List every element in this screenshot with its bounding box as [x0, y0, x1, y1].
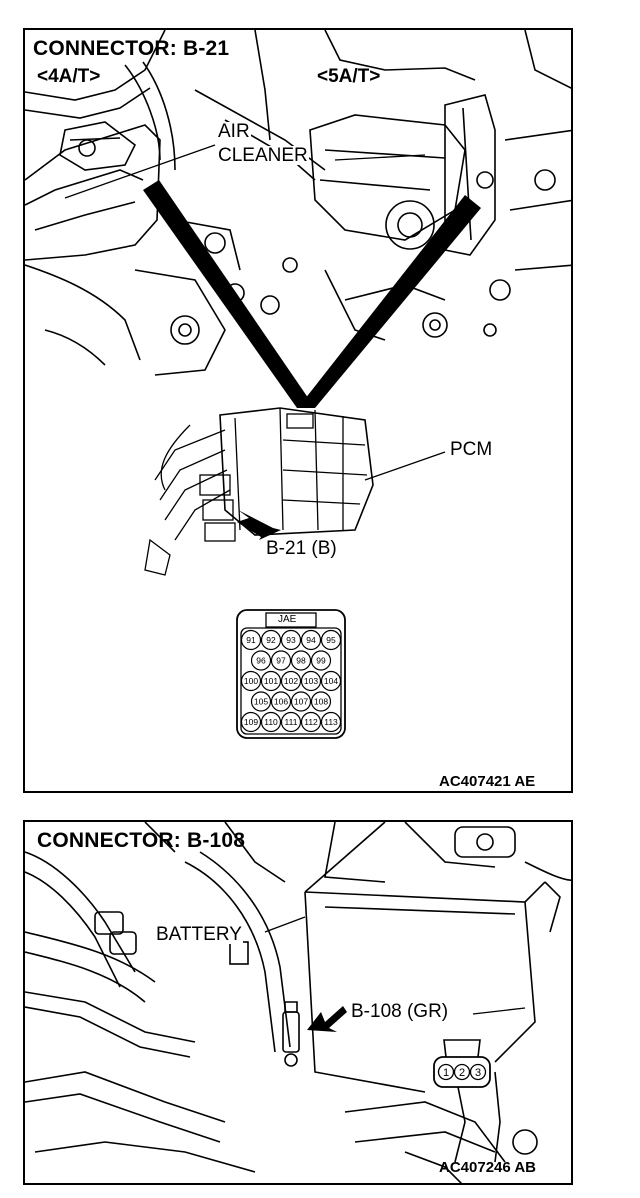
pin-label: 110: [264, 717, 278, 727]
connector-b21-title: CONNECTOR: B-21: [33, 37, 230, 60]
variant-4at-label: <4A/T>: [37, 66, 101, 87]
pin-circle: [320, 629, 342, 651]
pin-circle: [260, 670, 282, 692]
pin-circle: [437, 1063, 455, 1081]
pin-label: 112: [304, 717, 318, 727]
variant-5at-label: <5A/T>: [317, 66, 381, 87]
pin-label: 109: [244, 717, 258, 727]
pin-label: 95: [326, 635, 336, 645]
connector-b108-title: CONNECTOR: B-108: [37, 829, 246, 852]
pin-label: 92: [266, 635, 276, 645]
pin-label: 98: [296, 656, 306, 666]
pin-circle: [469, 1063, 487, 1081]
pin-circle: [310, 650, 332, 671]
pin-circle: [320, 670, 342, 692]
pin-circle: [290, 650, 312, 671]
pin-label: 104: [324, 676, 338, 686]
pin-circle: [310, 691, 332, 712]
pin-label: 91: [246, 635, 256, 645]
pin-label: 96: [256, 656, 266, 666]
pin-label: 102: [284, 676, 298, 686]
battery-label: BATTERY: [155, 924, 243, 945]
pin-circle: [240, 711, 262, 733]
pin-circle: [270, 691, 292, 712]
pin-label: 3: [475, 1067, 481, 1079]
pin-circle: [453, 1063, 471, 1081]
pin-circle: [280, 711, 302, 733]
figure-code-b108: AC407246 AB: [439, 1159, 536, 1176]
pin-circle: [300, 629, 322, 651]
pin-label: 113: [324, 717, 338, 727]
pin-circle: [290, 691, 312, 712]
pin-circle: [270, 650, 292, 671]
pin-label: 105: [254, 697, 268, 707]
connector-type-label: JAE: [278, 614, 297, 625]
pin-label: 99: [316, 656, 326, 666]
connector-pin-grid: 91 92 93 94 95 96 97 98 99 100 101 102 103 104 105 106 1…: [240, 629, 342, 733]
pin-label: 100: [244, 676, 258, 686]
figure-code-b21: AC407421 AE: [439, 773, 536, 790]
connector-b21-panel: 91 92 93 94 95 96 97 98 99 100 101 102 103 104 105 106 1…: [23, 28, 573, 793]
pin-label: 94: [306, 635, 316, 645]
pin-circle: [260, 711, 282, 733]
pin-circle: [300, 670, 322, 692]
pin-label: 97: [276, 656, 286, 666]
pin-circle: [280, 670, 302, 692]
pin-circle: [240, 629, 262, 651]
pin-label: 108: [314, 697, 328, 707]
pin-circle: [250, 650, 272, 671]
pin-label: 1: [443, 1067, 449, 1079]
pin-circle: [240, 670, 262, 692]
air-cleaner-label-line1: AIR: [217, 121, 251, 142]
pcm-label: PCM: [449, 439, 494, 460]
pin-circle: [320, 711, 342, 733]
pin-label: 107: [294, 697, 308, 707]
pin-label: 106: [274, 697, 288, 707]
pin-circle: [260, 629, 282, 651]
pin-label: 111: [285, 717, 298, 727]
air-cleaner-label-line2: CLEANER: [217, 145, 309, 166]
pin-circle: [300, 711, 322, 733]
pin-label: 93: [286, 635, 296, 645]
pin-circle: [250, 691, 272, 712]
pin-label: 101: [264, 676, 278, 686]
b108-connector-callout: B-108 (GR): [350, 1001, 450, 1022]
b21-connector-callout: B-21 (B): [265, 538, 338, 559]
pin-label: 2: [459, 1067, 465, 1079]
pin-label: 103: [304, 676, 318, 686]
engine-bay-illustration-b21: 91 92 93 94 95 96 97 98 99 100 101 102 103 104 105 106 1…: [25, 30, 571, 739]
pin-circle: [280, 629, 302, 651]
